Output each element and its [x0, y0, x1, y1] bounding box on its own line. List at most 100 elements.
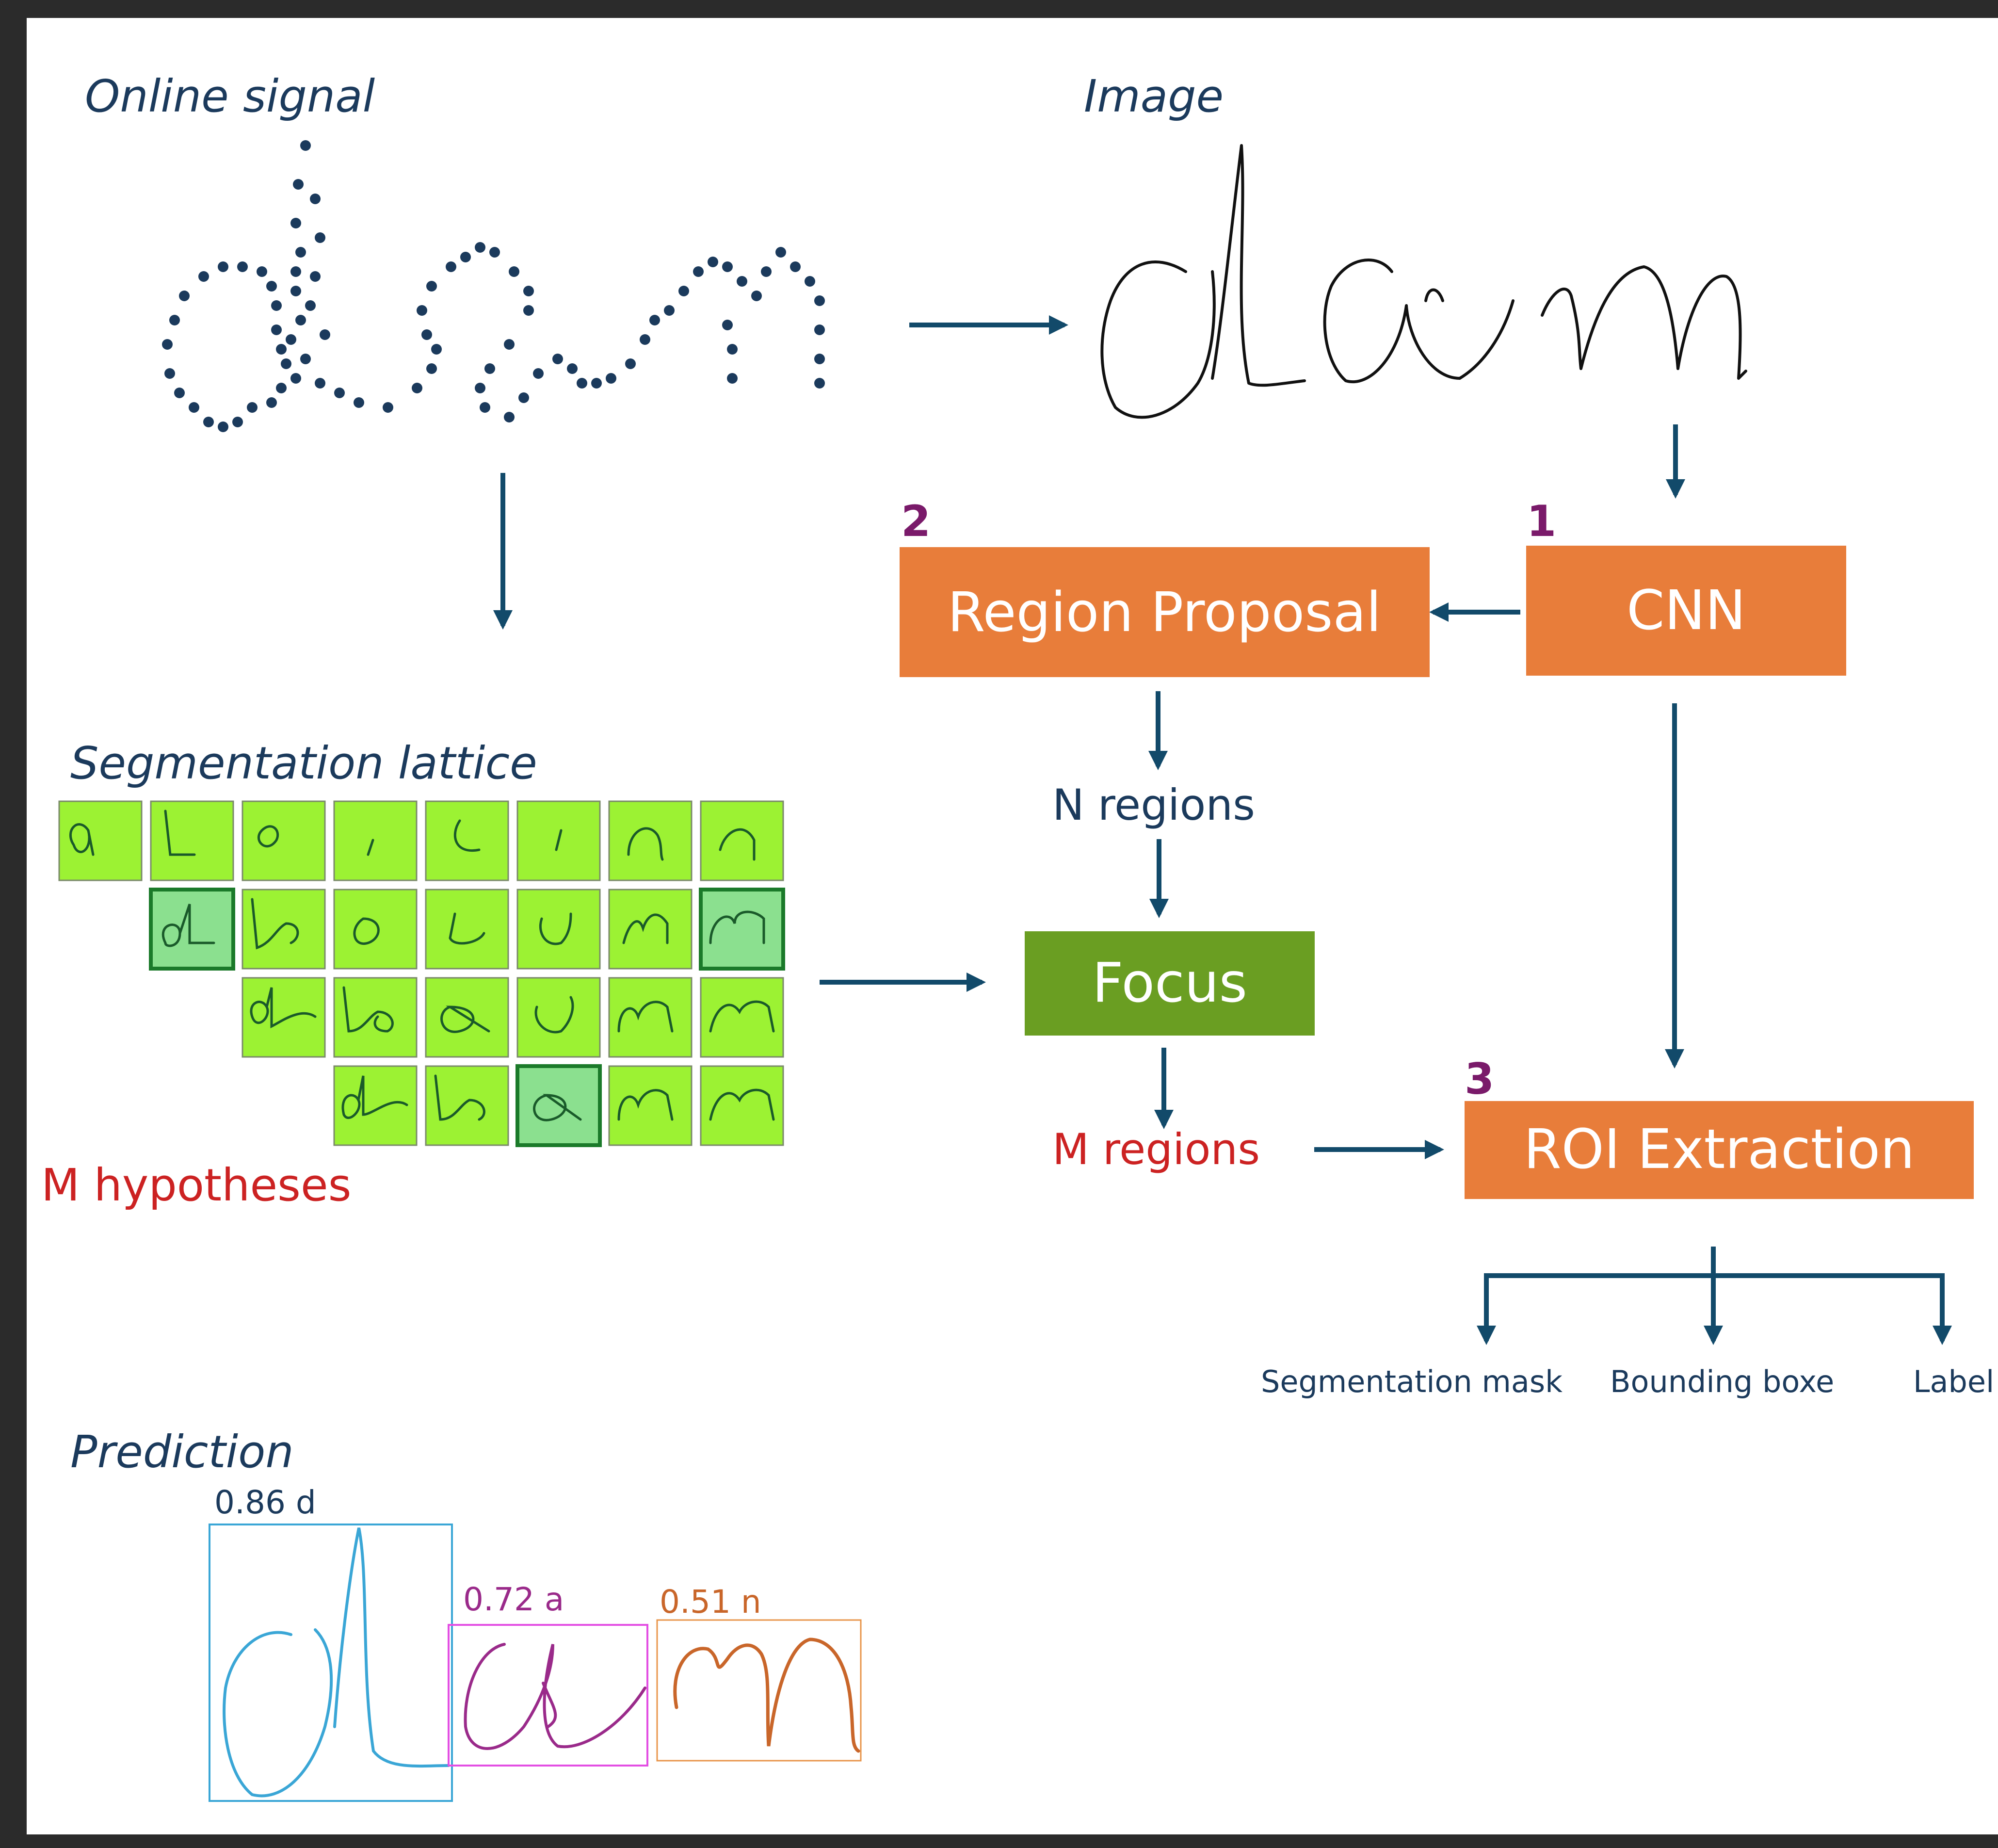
prediction-d: 0.86 d — [209, 1484, 453, 1802]
signal-dot — [533, 368, 544, 379]
signal-dot — [179, 291, 190, 301]
signal-dot — [290, 266, 301, 277]
signal-dot — [218, 261, 228, 272]
signal-dot — [247, 402, 258, 413]
lattice-cell — [58, 800, 143, 881]
signal-dot — [814, 378, 825, 389]
signal-dot — [232, 417, 243, 427]
lattice-cell — [333, 977, 418, 1058]
signal-dot — [203, 417, 214, 427]
signal-dot — [523, 305, 534, 316]
lattice-cell — [608, 800, 693, 881]
signal-dot — [737, 276, 747, 287]
lattice-cell — [242, 800, 326, 881]
signal-dot — [295, 315, 306, 325]
signal-dot — [315, 232, 325, 243]
signal-dot — [295, 247, 306, 258]
lattice-cell — [608, 977, 693, 1058]
signal-dot — [761, 266, 772, 277]
signal-dot — [286, 334, 296, 345]
signal-dot — [722, 261, 733, 272]
cnn-text: CNN — [1627, 579, 1746, 642]
lattice-cell — [425, 800, 509, 881]
prediction-a-score: 0.72 a — [463, 1581, 564, 1618]
m-regions-label: M regions — [1052, 1124, 1260, 1174]
signal-dot — [722, 320, 733, 330]
signal-dot — [189, 402, 199, 413]
signal-dot — [518, 392, 529, 403]
lattice-cell — [425, 977, 509, 1058]
lattice-cell — [333, 1065, 418, 1146]
signal-dot — [480, 402, 490, 413]
signal-dot — [431, 344, 442, 355]
lattice-cell — [149, 888, 235, 971]
segmentation-lattice-grid — [58, 800, 785, 1147]
signal-dot — [271, 324, 282, 335]
signal-dot — [305, 300, 316, 311]
n-regions-label: N regions — [1052, 780, 1255, 830]
prediction-a: 0.72 a — [448, 1581, 648, 1767]
signal-dot — [625, 358, 636, 369]
signal-dot — [300, 354, 311, 364]
signal-dot — [417, 305, 427, 316]
signal-dot — [421, 329, 432, 340]
signal-dot — [504, 339, 515, 350]
lattice-cell — [608, 889, 693, 970]
signal-dot — [460, 252, 471, 262]
signal-dot — [281, 358, 291, 369]
signal-dot — [426, 281, 437, 292]
region-proposal-box: Region Proposal — [900, 547, 1430, 677]
step-3-number: 3 — [1465, 1054, 1494, 1104]
cnn-box: CNN — [1526, 546, 1846, 676]
flow-arrows — [493, 315, 1952, 1345]
signal-dot — [293, 179, 304, 190]
signal-dot — [162, 339, 173, 350]
signal-dot — [169, 315, 180, 325]
prediction-n: 0.51 n — [656, 1583, 862, 1762]
signal-dot — [354, 397, 364, 408]
signal-dot — [383, 402, 393, 413]
signal-dot — [310, 194, 321, 204]
signal-dot — [315, 378, 325, 389]
signal-dot — [276, 344, 287, 355]
signal-dot — [237, 261, 248, 272]
handwriting-image — [1100, 144, 1747, 419]
lattice-cell — [333, 800, 418, 881]
signal-dot — [489, 247, 500, 258]
signal-dot — [290, 373, 301, 384]
output-label: Label — [1913, 1364, 1994, 1399]
signal-dot — [814, 354, 825, 364]
prediction-label: Prediction — [70, 1426, 294, 1478]
signal-dot — [504, 412, 515, 422]
signal-dot — [509, 266, 519, 277]
prediction-a-stroke — [464, 1643, 646, 1750]
signal-dot — [174, 388, 185, 398]
signal-dot — [334, 388, 345, 398]
online-signal-dots — [162, 140, 825, 432]
focus-text: Focus — [1092, 952, 1247, 1015]
signal-dot — [426, 363, 437, 374]
roi-extraction-text: ROI Extraction — [1524, 1118, 1915, 1181]
signal-dot — [484, 363, 495, 374]
lattice-cell — [700, 800, 784, 881]
prediction-d-score: 0.86 d — [214, 1484, 316, 1521]
lattice-cell — [150, 800, 234, 881]
signal-dot — [257, 266, 267, 277]
signal-dot — [814, 324, 825, 335]
focus-box: Focus — [1025, 931, 1315, 1036]
lattice-cell — [242, 889, 326, 970]
lattice-cell — [516, 889, 601, 970]
signal-dot — [266, 281, 277, 292]
signal-dot — [412, 383, 422, 393]
lattice-cell — [333, 889, 418, 970]
lattice-cell — [425, 1065, 509, 1146]
signal-dot — [198, 271, 209, 282]
signal-dot — [751, 291, 762, 301]
signal-dot — [446, 261, 456, 272]
signal-dot — [790, 261, 801, 272]
signal-dot — [693, 266, 704, 277]
lattice-cell — [608, 1065, 693, 1146]
signal-dot — [164, 368, 175, 379]
signal-dot — [577, 378, 587, 389]
